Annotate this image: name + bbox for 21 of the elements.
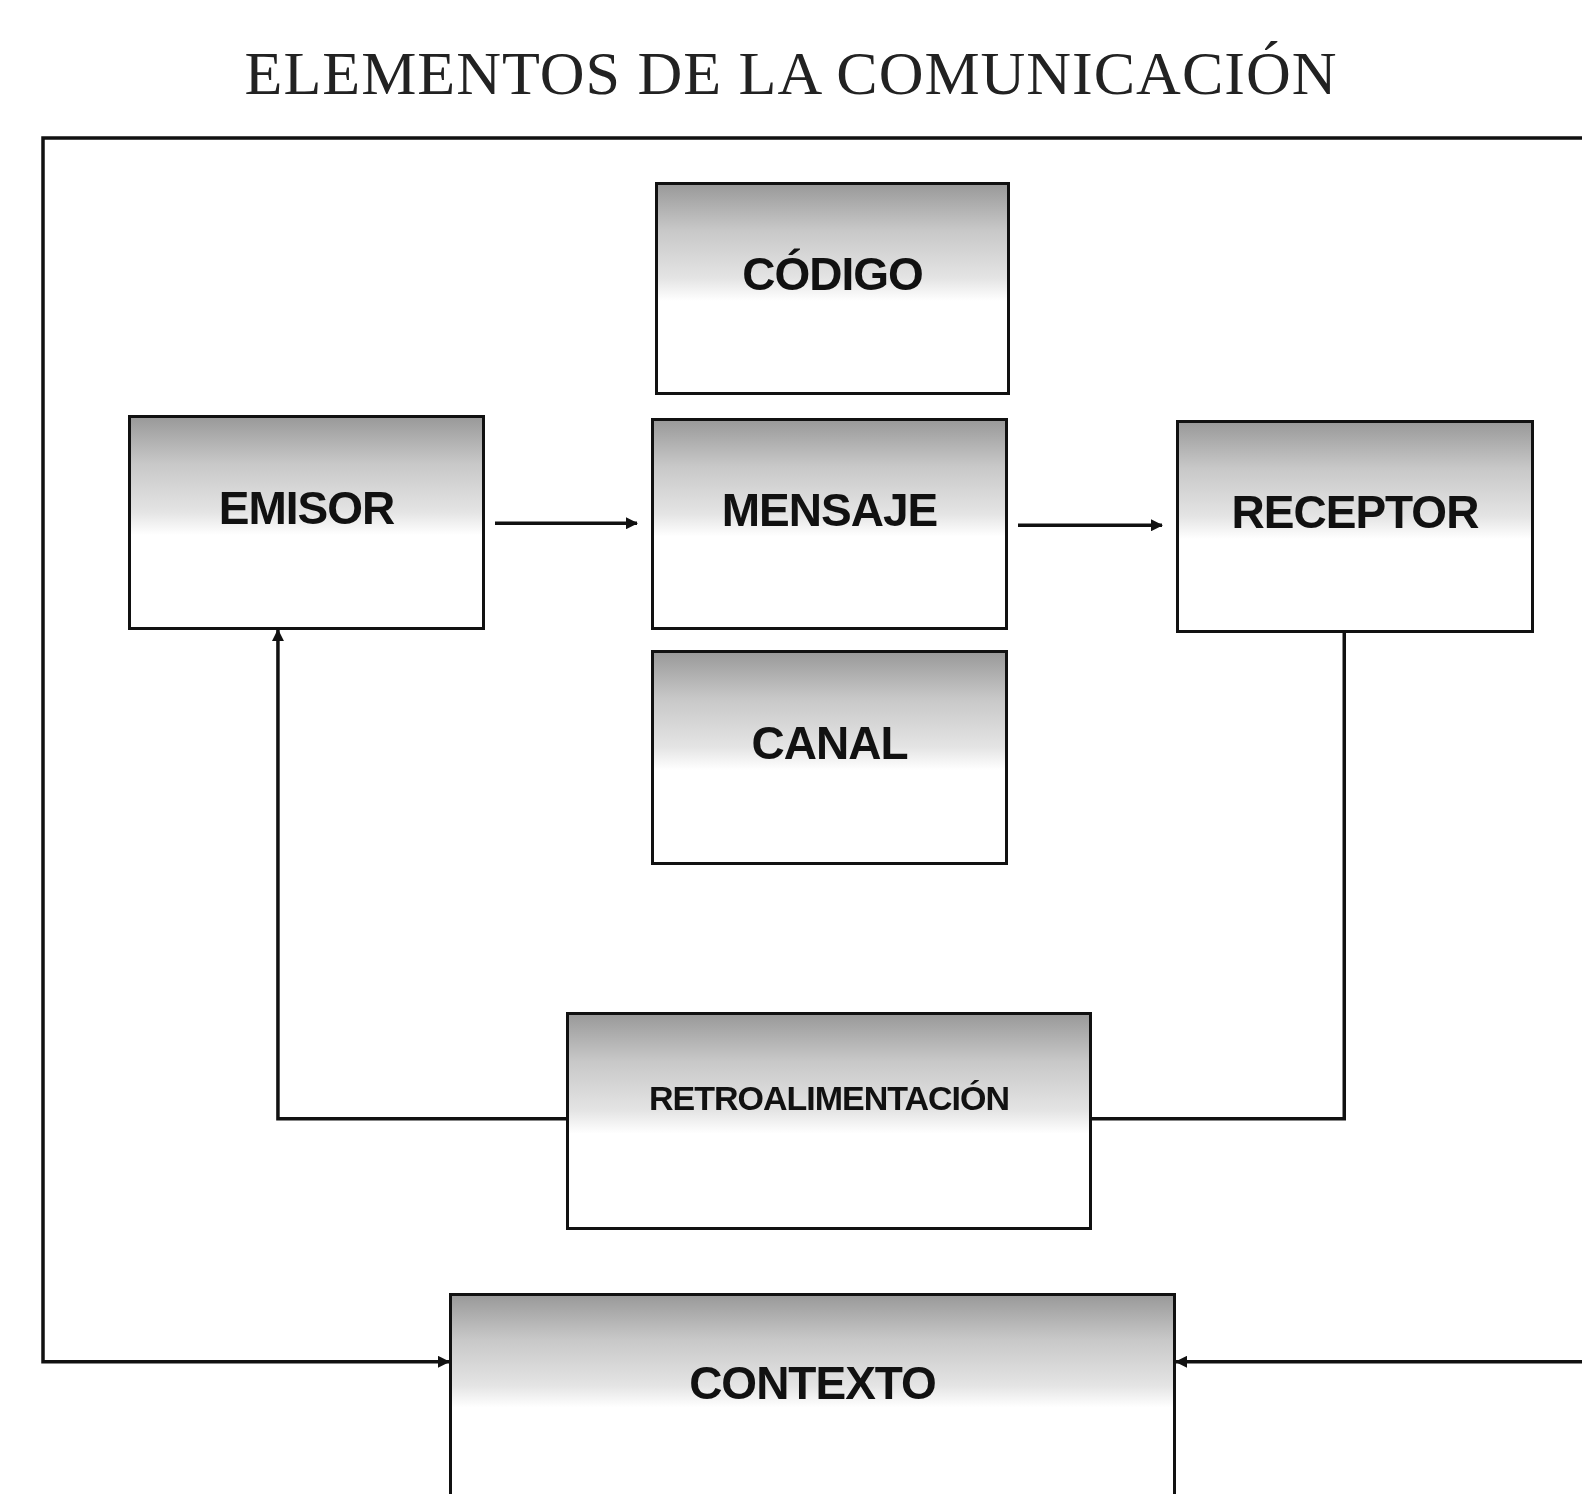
arrow [41, 136, 1582, 1368]
process-box [449, 1293, 1176, 1494]
connector-line [1092, 633, 1346, 1121]
process-box [651, 418, 1008, 630]
box-label: CÓDIGO [741, 247, 924, 302]
box-label: RECEPTOR [1230, 485, 1480, 540]
process-box [128, 415, 485, 630]
arrow [495, 517, 638, 530]
process-box [655, 182, 1010, 395]
arrow [1018, 519, 1163, 532]
box-label: MENSAJE [720, 482, 939, 537]
arrow [271, 629, 566, 1121]
process-box [651, 650, 1008, 865]
box-label: RETROALIMENTACIÓN [647, 1078, 1011, 1118]
box-label: CANAL [750, 715, 909, 770]
box-label: EMISOR [217, 480, 396, 535]
diagram-title: ELEMENTOS DE LA COMUNICACIÓN [243, 38, 1339, 109]
box-label: CONTEXTO [688, 1355, 937, 1410]
arrow [1175, 1355, 1582, 1368]
process-box [1176, 420, 1534, 633]
process-box [566, 1012, 1092, 1230]
